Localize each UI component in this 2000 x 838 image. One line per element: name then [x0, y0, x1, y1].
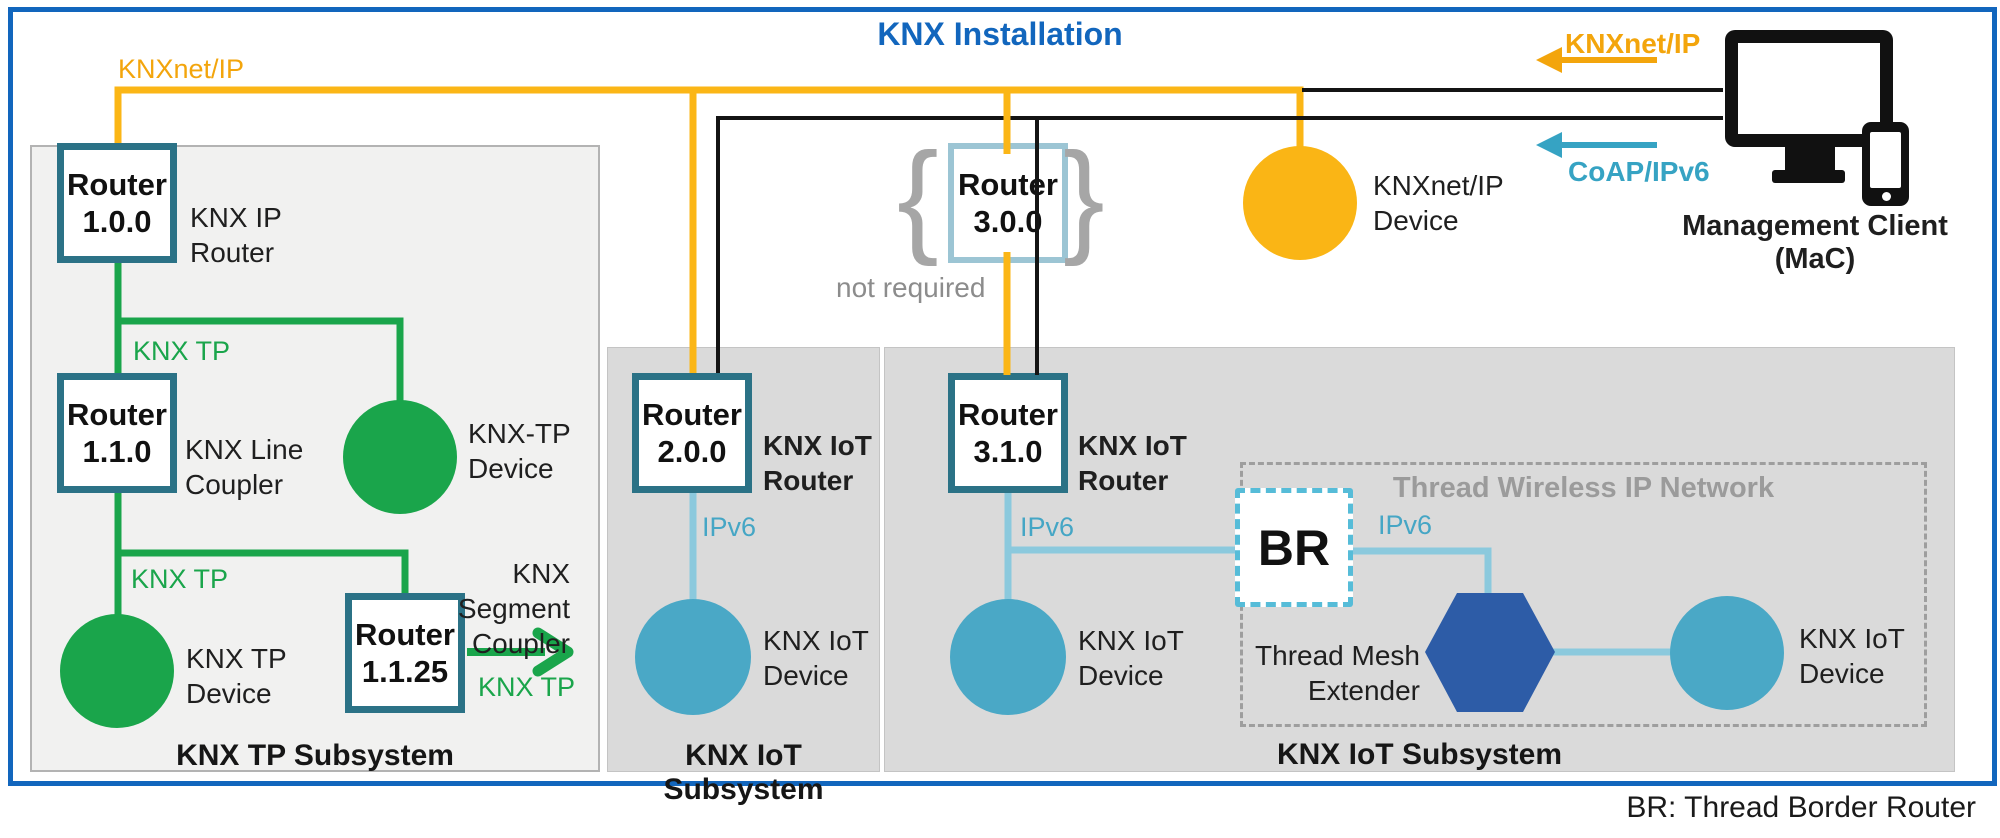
ipv6-link-label-3: IPv6 — [1378, 510, 1433, 540]
knx-tp-link-label-3: KNX TP — [478, 672, 576, 702]
knx-tp-device-a-label: KNX-TP Device — [468, 418, 571, 484]
router-1-0-0: Router 1.0.0 — [57, 143, 177, 263]
knx-tp-subsystem-label: KNX TP Subsystem — [176, 739, 454, 772]
brace-right: } — [1063, 128, 1105, 267]
smartphone-screen-icon — [1870, 132, 1901, 188]
router-1-1-25-role: KNX Segment Coupler — [457, 558, 570, 659]
thread-mesh-extender-label: Thread Mesh Extender — [1255, 640, 1420, 706]
knx-iot-device-mid-label: KNX IoT Device — [763, 625, 869, 691]
knx-iot-subsystem-mid-label: KNX IoT Subsystem — [663, 739, 824, 806]
router-2-0-0: Router 2.0.0 — [632, 373, 752, 493]
management-client-label: Management Client (MaC) — [1682, 210, 1948, 275]
knx-tp-device-b-label: KNX TP Device — [186, 643, 287, 709]
router-1-1-0-role: KNX Line Coupler — [185, 434, 304, 500]
knx-iot-device-right-label: KNX IoT Device — [1078, 625, 1184, 691]
knx-iot-device-thread-label: KNX IoT Device — [1799, 623, 1905, 689]
knxnet-ip-device-label: KNXnet/IP Device — [1373, 170, 1504, 236]
knx-tp-link-label-1: KNX TP — [133, 336, 231, 366]
brace-left: { — [897, 128, 939, 267]
smartphone-home-button-icon — [1882, 192, 1891, 201]
page-title: KNX Installation — [877, 16, 1123, 52]
router-1-0-0-role: KNX IP Router — [190, 202, 282, 268]
ipv6-link-label-2: IPv6 — [1020, 512, 1075, 542]
router-2-0-0-role: KNX IoT Router — [763, 430, 872, 496]
router-1-1-25: Router 1.1.25 — [345, 593, 465, 713]
thread-border-router-box: BR — [1235, 488, 1353, 607]
router-3-1-0: Router 3.1.0 — [948, 373, 1068, 493]
not-required-note: not required — [836, 272, 986, 303]
knxnet-ip-bus-label: KNXnet/IP — [118, 54, 245, 84]
router-3-0-0-optional: Router 3.0.0 — [948, 143, 1068, 263]
coap-ipv6-arrow-label: CoAP/IPv6 — [1568, 156, 1710, 187]
installation-frame — [8, 7, 1997, 786]
monitor-base-icon — [1772, 170, 1845, 183]
knx-tp-link-label-2: KNX TP — [131, 564, 229, 594]
monitor-stand-icon — [1785, 146, 1835, 170]
router-3-1-0-role: KNX IoT Router — [1078, 430, 1187, 496]
knx-iot-subsystem-right-label: KNX IoT Subsystem — [1276, 738, 1563, 771]
thread-network-label: Thread Wireless IP Network — [1392, 472, 1775, 504]
router-1-1-0: Router 1.1.0 — [57, 373, 177, 493]
knxnet-ip-arrow-label: KNXnet/IP — [1565, 28, 1701, 59]
ipv6-link-label-1: IPv6 — [702, 512, 757, 542]
br-footnote: BR: Thread Border Router — [1626, 791, 1976, 824]
